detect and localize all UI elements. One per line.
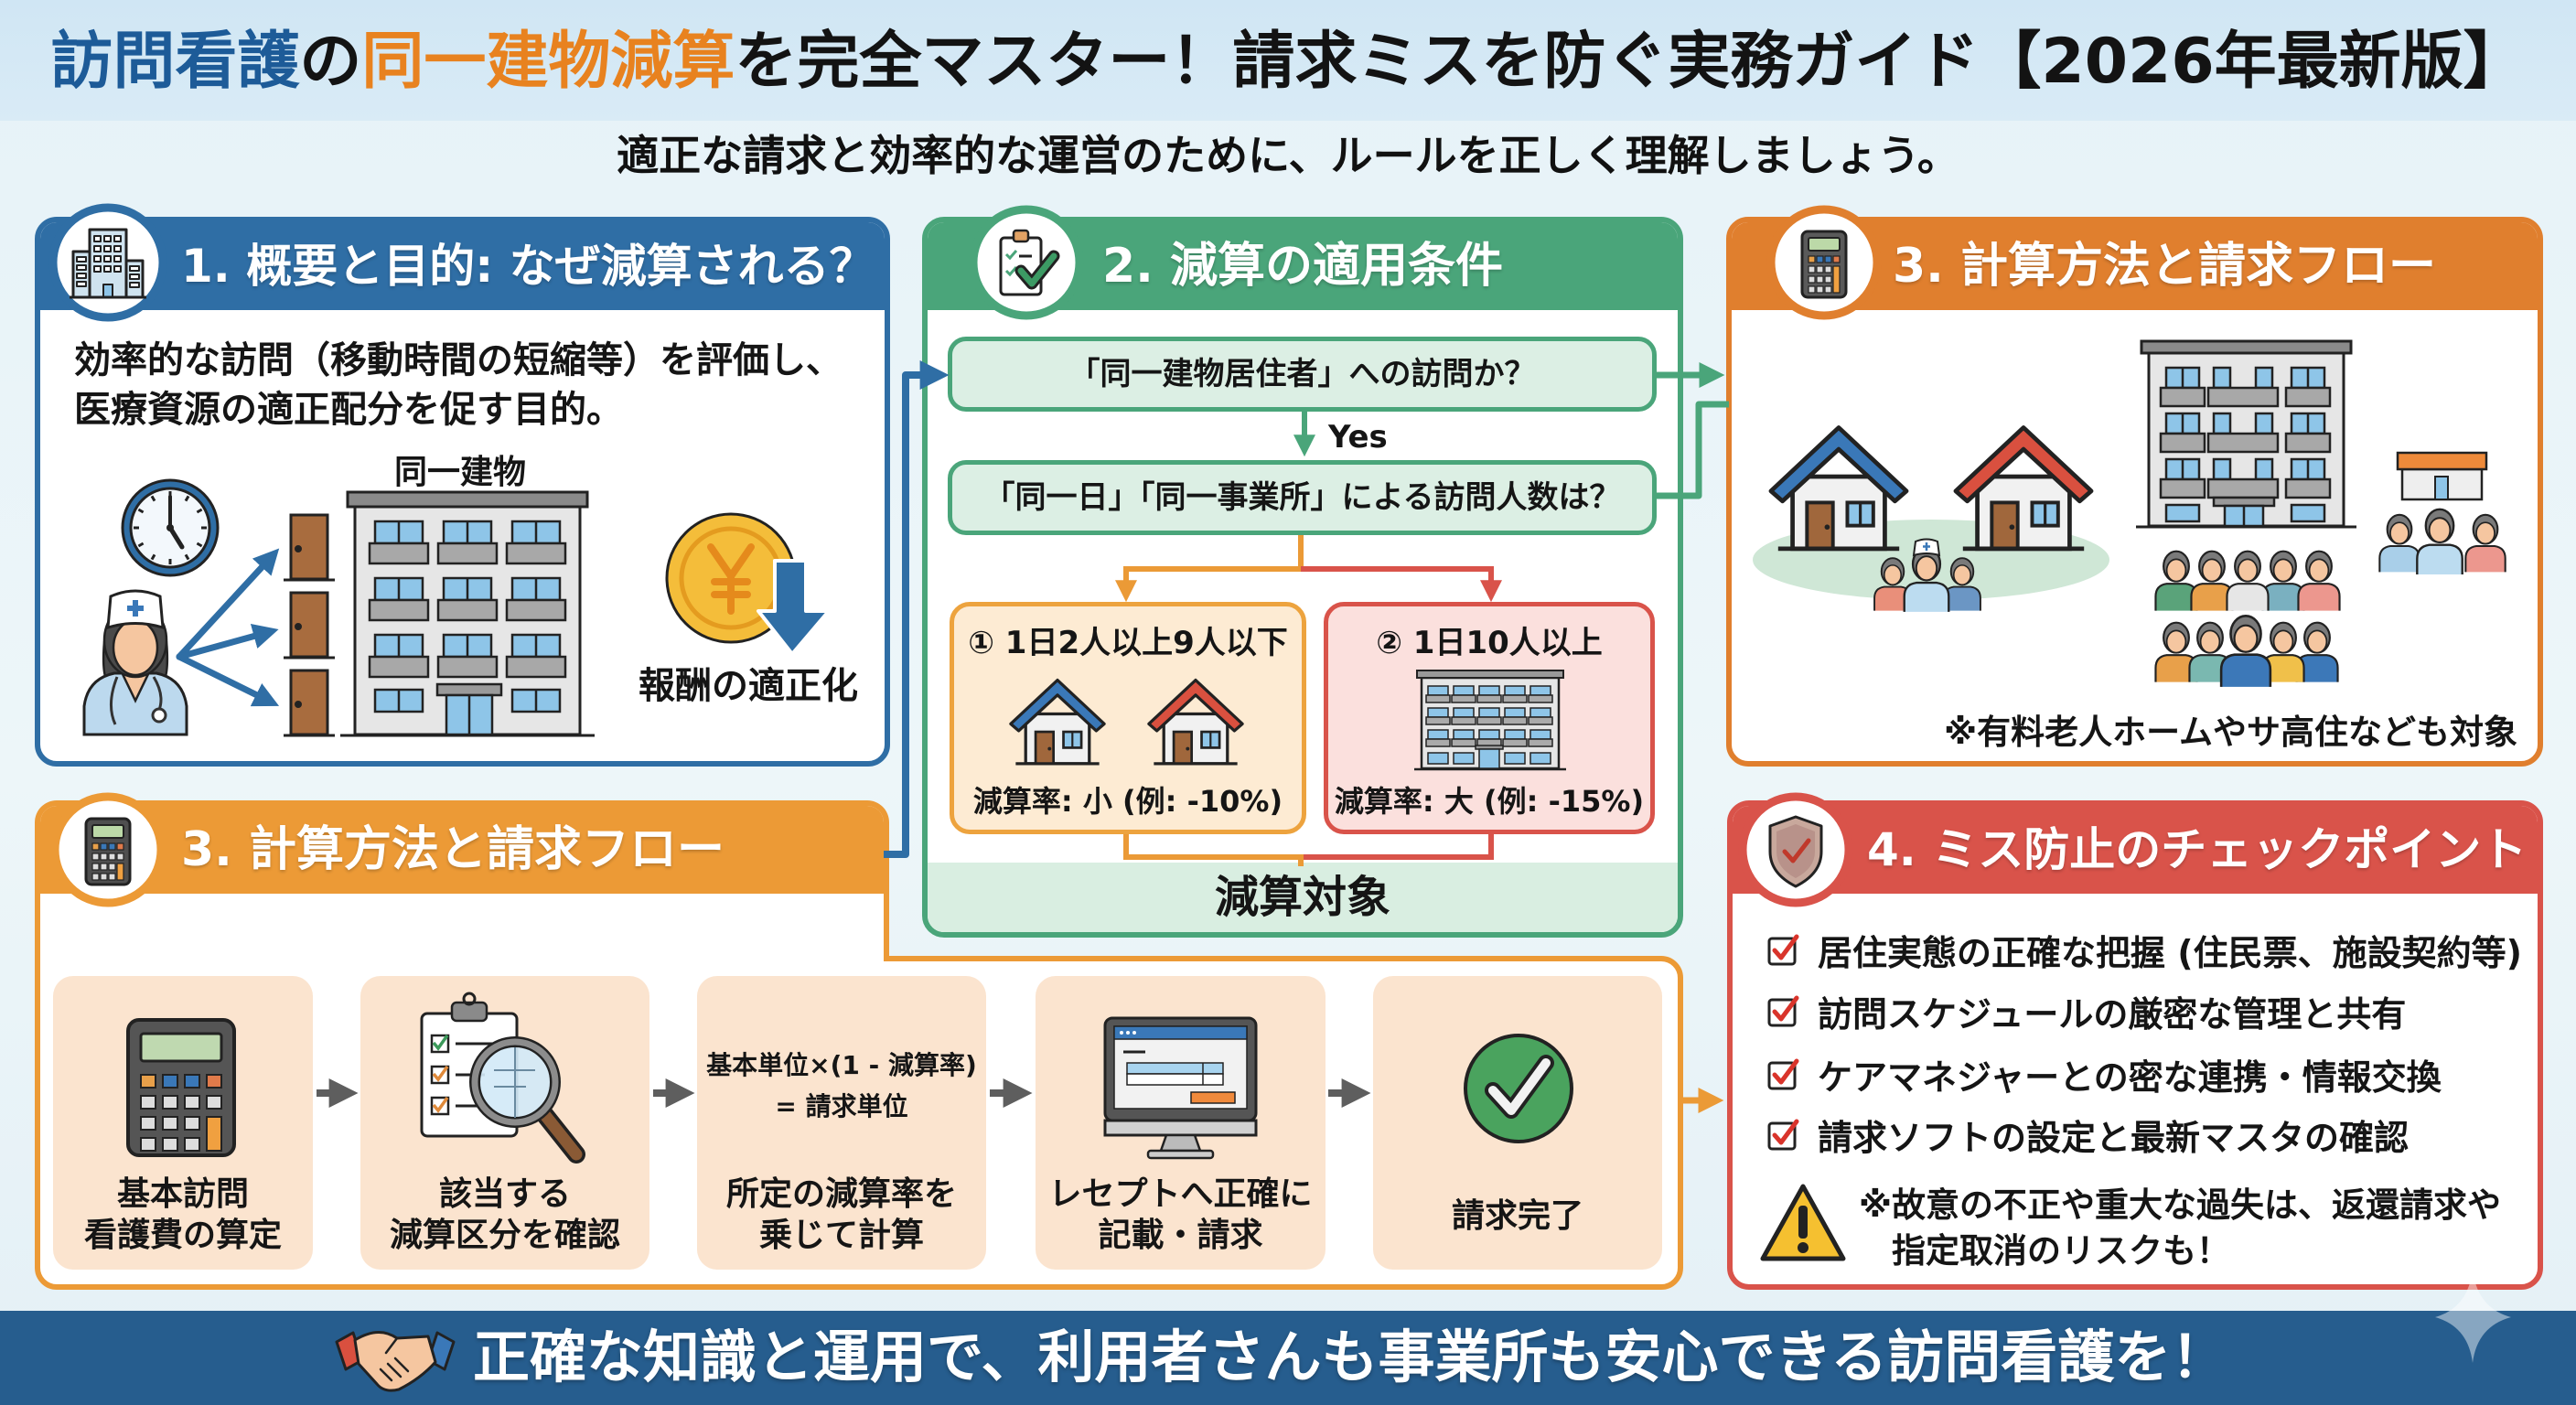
case-rate: 減算率: 大 (例: -15%) xyxy=(1334,784,1645,819)
checkpoint-text: 請求ソフトの設定と最新マスタの確認 xyxy=(1818,1117,2410,1158)
same-building-label: 同一建物 xyxy=(393,454,526,491)
page-title: 訪問看護の同一建物減算を完全マスター！請求ミスを防ぐ実務ガイド【2026年最新版… xyxy=(0,21,2576,103)
checkbox-checked-icon xyxy=(1767,1119,1799,1151)
title-band xyxy=(0,0,2576,121)
checkpoint-item: 請求ソフトの設定と最新マスタの確認 xyxy=(1766,1111,2410,1158)
section-checkpoints: 4. ミス防止のチェックポイント 居住実態の正確な把握 (住民票、施設契約等) … xyxy=(1727,800,2543,1290)
checkbox-checked-icon xyxy=(1767,934,1799,966)
checkbox-checked-icon xyxy=(1767,995,1799,1027)
step-label-line-1: レセプトへ正確に xyxy=(1048,1175,1313,1213)
reduction-formula: 基本単位×(1 - 減算率) = 請求単位 xyxy=(697,1045,986,1127)
section-title: 3. 計算方法と請求フロー xyxy=(1893,239,2437,294)
case-label: ② 1日10人以上 xyxy=(1376,625,1603,661)
overview-line-1: 効率的な訪問（移動時間の短縮等）を評価し、 xyxy=(74,339,843,381)
step-label-line-1: 該当する xyxy=(438,1175,571,1213)
checkpoint-item: ケアマネジャーとの密な連携・情報交換 xyxy=(1766,1051,2442,1098)
decision-question-visit-count: 「同一日」「同一事業所」による訪問人数は？ xyxy=(948,460,1657,535)
formula-line-1: 基本単位×(1 - 減算率) xyxy=(706,1050,977,1080)
step-label-line-1: 所定の減算率を xyxy=(725,1175,957,1213)
warning-message: ※故意の不正や重大な過失は、返還請求や 指定取消のリスクも！ xyxy=(1859,1183,2501,1274)
title-part-visiting-nursing: 訪問看護 xyxy=(50,26,300,98)
flow-step-4: レセプトへ正確に記載・請求 xyxy=(1036,976,1326,1270)
step-label: レセプトへ正確に記載・請求 xyxy=(1036,1174,1326,1256)
section-header: 1. 概要と目的: なぜ減算される？ xyxy=(40,222,885,310)
reward-optimization-label: 報酬の適正化 xyxy=(639,665,858,707)
title-part-rest: を完全マスター！請求ミスを防ぐ実務ガイド【2026年最新版】 xyxy=(735,26,2526,98)
step-label-line-2: 減算区分を確認 xyxy=(389,1217,620,1254)
step-label: 所定の減算率を乗じて計算 xyxy=(697,1174,986,1256)
overview-line-2: 医療資源の適正配分を促す目的。 xyxy=(74,389,623,431)
section-billing-flow-header: 3. 計算方法と請求フロー xyxy=(35,800,889,961)
section-header: 3. 計算方法と請求フロー xyxy=(40,806,884,894)
case-10-plus-people: ② 1日10人以上 減算率: 大 (例: -15%) xyxy=(1324,602,1655,834)
handshake-icon xyxy=(335,1331,456,1392)
checkpoint-text: 訪問スケジュールの厳密な管理と共有 xyxy=(1818,993,2407,1035)
section-billing-flow: 基本訪問看護費の算定 該当する減算区分を確認 基本単位×(1 - 減算率) = 請… xyxy=(35,956,1683,1290)
step-label-line-1: 基本訪問 xyxy=(116,1175,249,1213)
section-header: 3. 計算方法と請求フロー xyxy=(1732,222,2538,310)
step-label: 基本訪問看護費の算定 xyxy=(53,1174,313,1256)
section-header: 4. ミス防止のチェックポイント xyxy=(1733,806,2538,894)
checkpoint-item: 訪問スケジュールの厳密な管理と共有 xyxy=(1766,988,2407,1035)
section-title: 4. ミス防止のチェックポイント xyxy=(1867,823,2528,876)
step-label-line-2: 記載・請求 xyxy=(1098,1217,1263,1254)
section-title: 1. 概要と目的: なぜ減算される？ xyxy=(181,240,875,293)
section-conditions: 2. 減算の適用条件 「同一建物居住者」への訪問か？ Yes 「同一日」「同一事… xyxy=(922,217,1683,938)
checkpoint-text: ケアマネジャーとの密な連携・情報交換 xyxy=(1818,1056,2442,1098)
overview-description: 効率的な訪問（移動時間の短縮等）を評価し、 医療資源の適正配分を促す目的。 xyxy=(74,336,843,434)
warning-line-1: ※故意の不正や重大な過失は、返還請求や xyxy=(1859,1185,2501,1225)
step-label: 該当する減算区分を確認 xyxy=(360,1174,649,1256)
footer-message: 正確な知識と運用で、利用者さんも事業所も安心できる訪問看護を！ xyxy=(473,1324,2228,1390)
reduction-target-band: 減算対象 xyxy=(928,863,1678,932)
section-targets: 3. 計算方法と請求フロー ※有料老人ホームやサ高住なども対象 xyxy=(1726,217,2543,767)
formula-line-2: = 請求単位 xyxy=(775,1091,908,1121)
target-facilities-note: ※有料老人ホームやサ高住なども対象 xyxy=(1944,713,2517,752)
case-2-to-9-people: ① 1日2人以上9人以下 減算率: 小 (例: -10%) xyxy=(950,602,1306,834)
yes-label: Yes xyxy=(1328,419,1388,456)
title-part-same-building-reduction: 同一建物減算 xyxy=(361,26,735,98)
footer-banner: 正確な知識と運用で、利用者さんも事業所も安心できる訪問看護を！ xyxy=(0,1311,2576,1405)
section-title: 3. 計算方法と請求フロー xyxy=(181,822,725,877)
decision-question-same-building: 「同一建物居住者」への訪問か？ xyxy=(948,337,1657,412)
flow-step-5: 請求完了 xyxy=(1373,976,1662,1270)
flow-step-3: 基本単位×(1 - 減算率) = 請求単位 所定の減算率を乗じて計算 xyxy=(697,976,986,1270)
page-subtitle: 適正な請求と効率的な運営のために、ルールを正しく理解しましょう。 xyxy=(617,131,1959,180)
checkpoint-item: 居住実態の正確な把握 (住民票、施設契約等) xyxy=(1766,927,2522,973)
flow-step-1: 基本訪問看護費の算定 xyxy=(53,976,313,1270)
step-label: 請求完了 xyxy=(1451,1197,1583,1235)
flow-step-2: 該当する減算区分を確認 xyxy=(360,976,649,1270)
section-overview: 1. 概要と目的: なぜ減算される？ 効率的な訪問（移動時間の短縮等）を評価し、… xyxy=(35,217,890,767)
case-label: ① 1日2人以上9人以下 xyxy=(968,625,1288,661)
checkbox-checked-icon xyxy=(1767,1058,1799,1090)
step-label-line-2: 乗じて計算 xyxy=(758,1217,924,1254)
title-part-no: の xyxy=(299,26,362,98)
section-title: 2. 減算の適用条件 xyxy=(1102,239,1504,294)
checkpoint-text: 居住実態の正確な把握 (住民票、施設契約等) xyxy=(1818,932,2522,973)
step-label-line-2: 看護費の算定 xyxy=(83,1217,282,1254)
warning-line-2: 指定取消のリスクも！ xyxy=(1892,1231,2230,1271)
section-header: 2. 減算の適用条件 xyxy=(928,222,1678,310)
case-rate: 減算率: 小 (例: -10%) xyxy=(972,784,1283,819)
